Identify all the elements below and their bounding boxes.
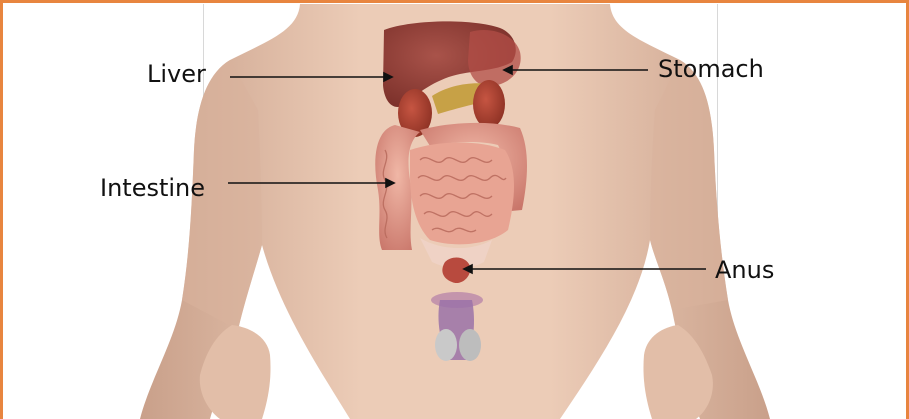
- anus-label: Anus: [715, 258, 774, 282]
- intestine-label: Intestine: [100, 176, 205, 200]
- liver-label: Liver: [147, 62, 206, 86]
- right-kidney: [473, 80, 505, 128]
- stomach-label: Stomach: [658, 57, 764, 81]
